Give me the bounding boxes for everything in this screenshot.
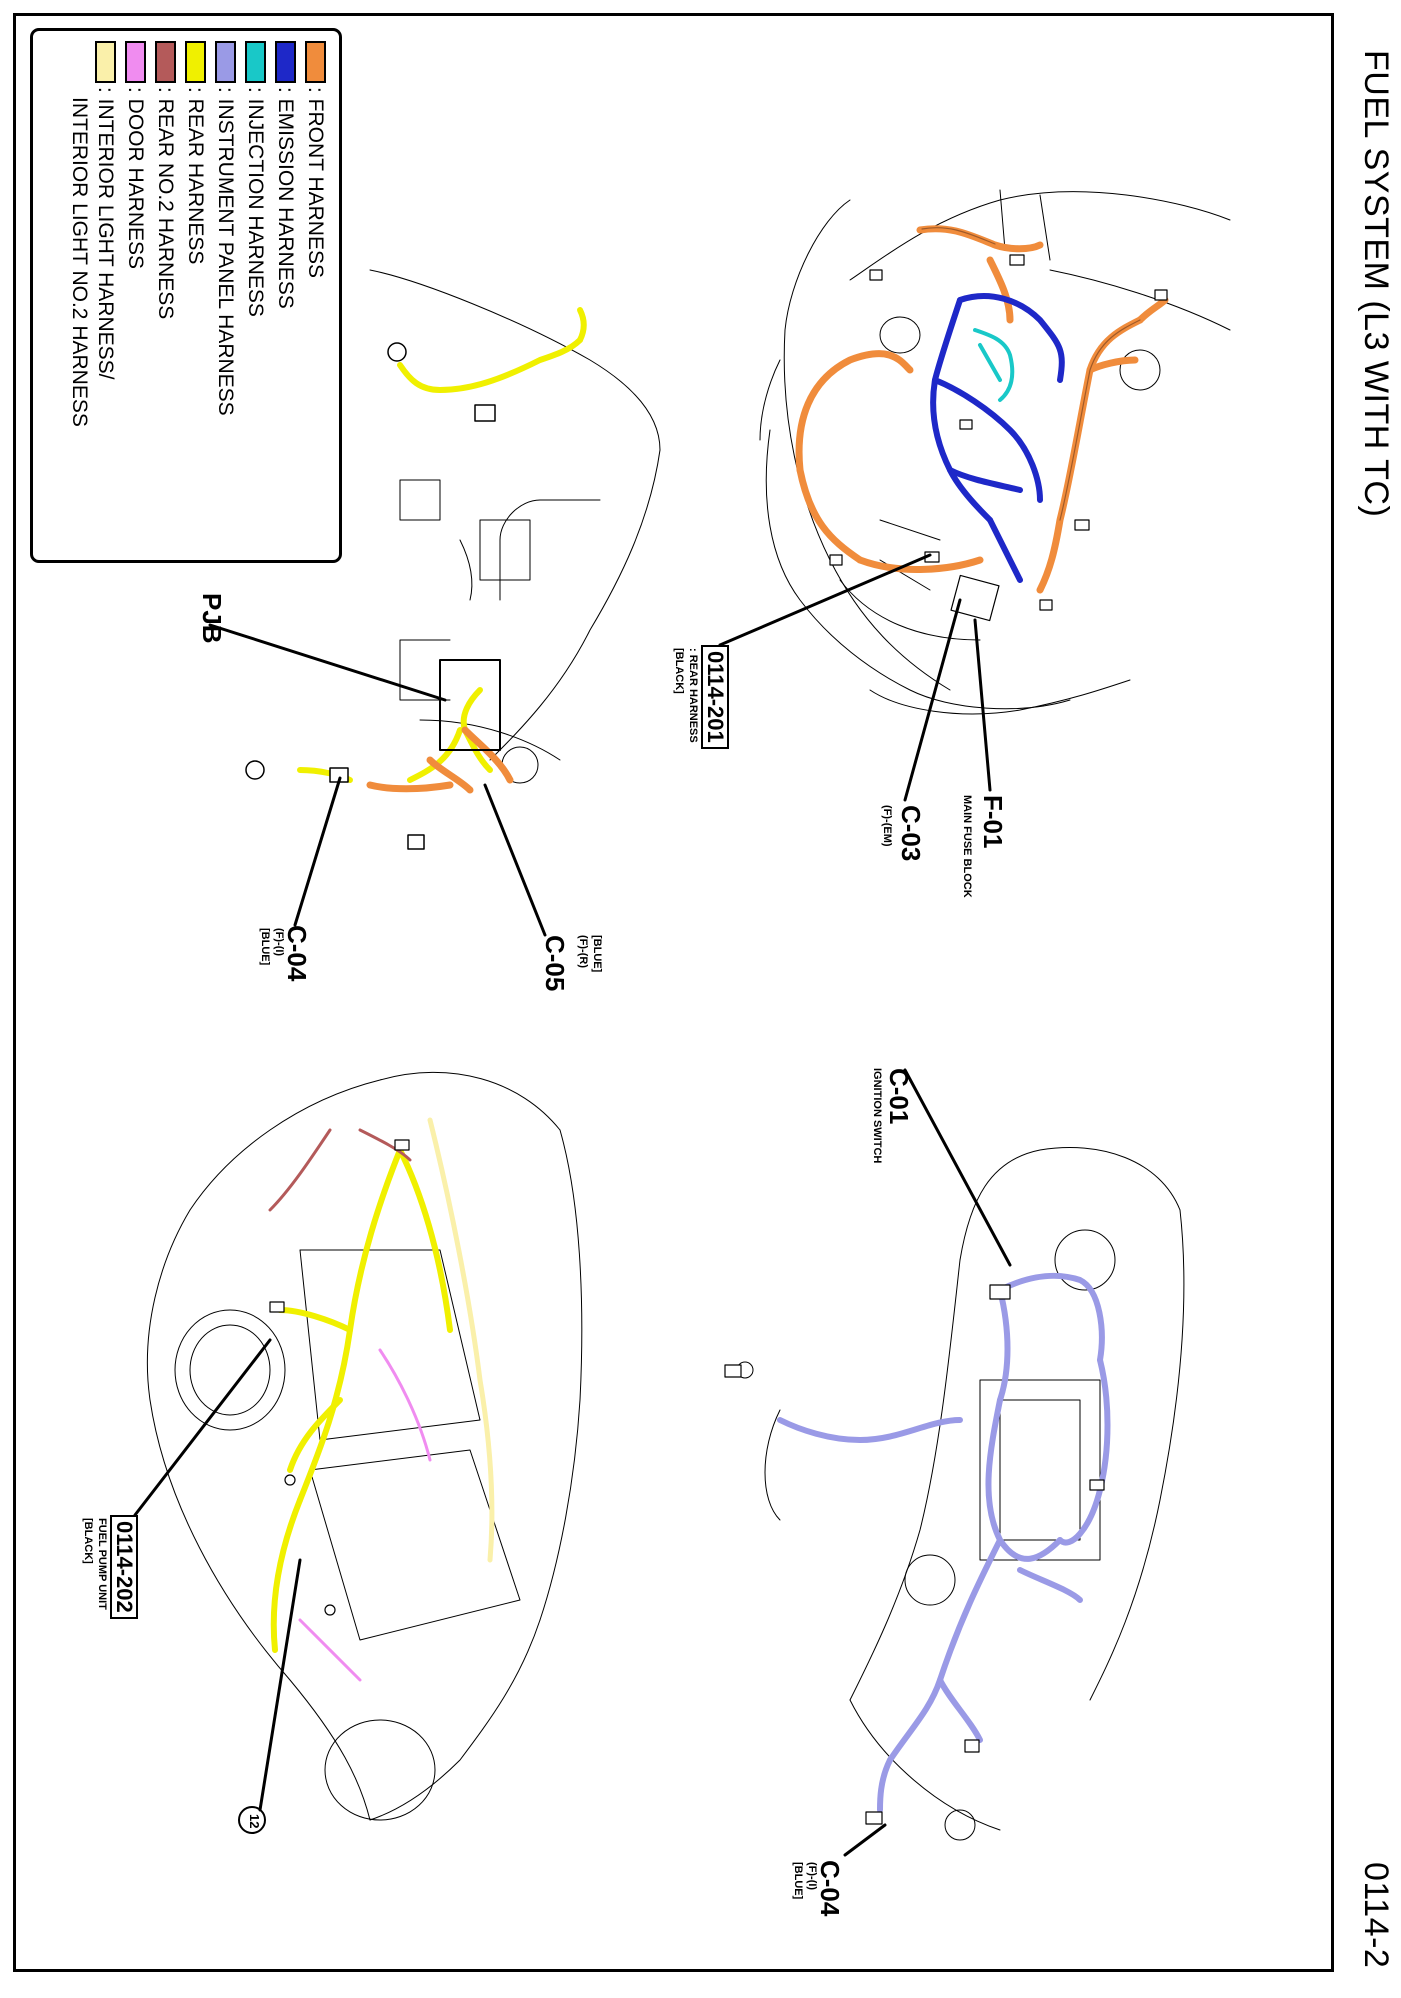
legend-label: : DOOR HARNESS	[124, 87, 147, 270]
callout-c05-color: [BLUE]	[591, 935, 603, 973]
door-harness	[298, 1348, 432, 1682]
legend-swatch	[275, 41, 296, 83]
legend-label: : INTERIOR LIGHT HARNESS/	[94, 87, 117, 380]
callout-pjb: PJB	[197, 593, 227, 644]
callout-c03-detail: (F)-(EM)	[881, 805, 893, 847]
callout-c04-panel-color: [BLUE]	[792, 1862, 804, 1900]
callout-c05-code: C-05	[540, 935, 570, 992]
vehicle-rear-illustration	[146, 1071, 583, 1821]
callout-c04-panel-detail: (F)-(I)	[806, 1862, 818, 1891]
legend-swatch	[305, 41, 326, 83]
callout-0114-201-color: [BLACK]	[673, 648, 685, 694]
reference-12-label: 12	[247, 1814, 262, 1829]
callout-c04-front-color: [BLUE]	[259, 928, 271, 966]
rear-harness-body	[270, 1147, 453, 1653]
callout-c01-code: C-01	[884, 1068, 914, 1125]
callout-f01-desc: MAIN FUSE BLOCK	[961, 795, 973, 898]
legend-label-continued: INTERIOR LIGHT NO.2 HARNESS	[68, 97, 91, 427]
legend-swatch	[185, 41, 206, 83]
leader-lines	[133, 553, 1012, 1857]
callout-c04-front-code: C-04	[282, 925, 312, 982]
legend: : FRONT HARNESS : EMISSION HARNESS : INJEC…	[30, 28, 342, 563]
callout-c01-desc: IGNITION SWITCH	[871, 1068, 883, 1164]
legend-swatch	[155, 41, 176, 83]
pjb-box	[439, 659, 501, 751]
callout-f01-code: F-01	[978, 795, 1008, 849]
callout-c04-front-detail: (F)-(I)	[273, 928, 285, 957]
instrument-panel-illustration	[736, 1147, 1185, 1841]
interior-light-harness	[427, 1117, 495, 1563]
legend-swatch	[215, 41, 236, 83]
callout-c04-panel-code: C-04	[815, 1860, 845, 1917]
callout-c05-detail: (F)-(R)	[577, 935, 589, 968]
callout-c03-code: C-03	[896, 805, 926, 862]
callout-0114-201-desc: : REAR HARNESS	[687, 648, 699, 743]
front-harness-interior	[366, 726, 514, 794]
legend-label: : INJECTION HARNESS	[244, 87, 267, 317]
legend-label: : INSTRUMENT PANEL HARNESS	[214, 87, 237, 416]
interior-pjb-illustration	[369, 269, 661, 784]
rear-no2-harness	[268, 1128, 412, 1212]
callout-0114-202-code: 0114-202	[110, 1515, 138, 1619]
callout-0114-202-desc: FUEL PUMP UNIT	[96, 1518, 108, 1610]
injection-harness	[973, 328, 1015, 402]
callout-0114-201-code: 0114-201	[701, 645, 729, 749]
legend-swatch	[245, 41, 266, 83]
legend-label: : REAR NO.2 HARNESS	[154, 87, 177, 320]
legend-label: : REAR HARNESS	[184, 87, 207, 265]
callout-0114-202-color: [BLACK]	[82, 1518, 94, 1564]
emission-harness	[930, 293, 1065, 583]
legend-swatch	[125, 41, 146, 83]
page-frame	[13, 13, 1334, 1972]
legend-label: : EMISSION HARNESS	[274, 87, 297, 309]
legend-label: : FRONT HARNESS	[304, 87, 327, 278]
instrument-panel-harness	[777, 1272, 1111, 1813]
reference-12: 12	[238, 1806, 266, 1834]
rear-harness-interior	[297, 307, 587, 783]
legend-swatch	[95, 41, 116, 83]
